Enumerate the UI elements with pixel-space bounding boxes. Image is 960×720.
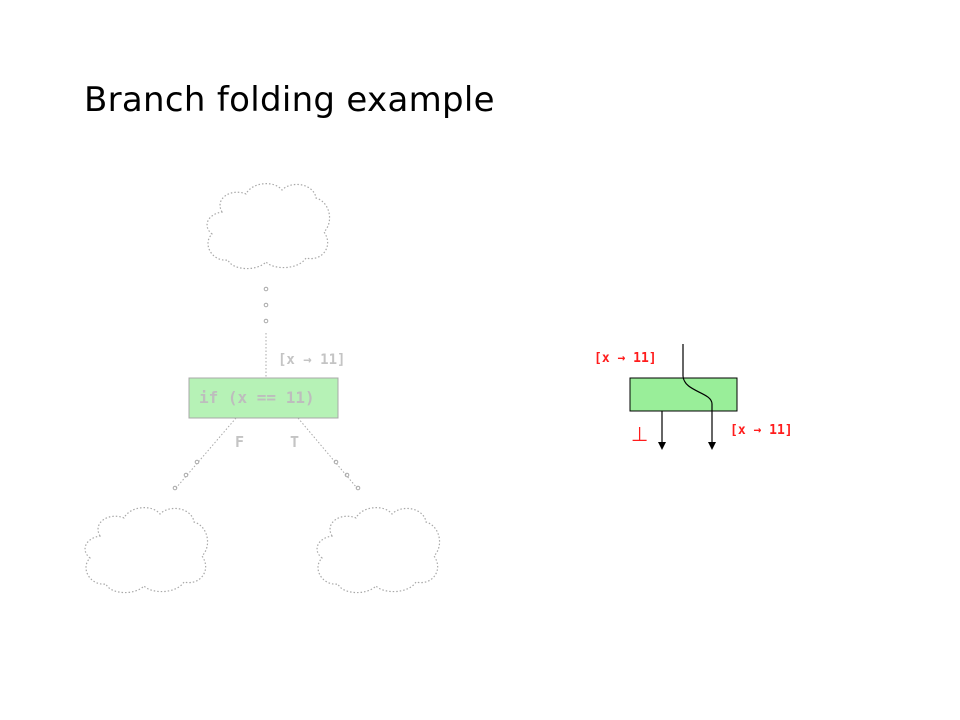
left-branch-ellipsis xyxy=(172,459,200,491)
false-label: F xyxy=(235,433,244,451)
false-cloud xyxy=(84,507,209,594)
left-incoming-fact: [x → 11] xyxy=(278,352,345,368)
left-node-code: if (x == 11) xyxy=(199,388,315,407)
top-cloud xyxy=(206,183,331,270)
left-if-node xyxy=(188,377,339,419)
top-ellipsis xyxy=(263,286,269,324)
right-node-box xyxy=(629,377,738,412)
slide-title: Branch folding example xyxy=(84,80,495,120)
right-branch-ellipsis xyxy=(333,459,361,491)
true-cloud xyxy=(316,507,441,594)
true-edge xyxy=(297,417,358,489)
fact-flow-arrow xyxy=(682,344,716,450)
true-label: T xyxy=(290,433,299,451)
true-output-fact: [x → 11] xyxy=(730,423,793,438)
false-output-fact: ⊥ xyxy=(631,422,648,446)
right-input-fact: [x → 11] xyxy=(594,351,657,366)
false-edge xyxy=(175,417,237,489)
